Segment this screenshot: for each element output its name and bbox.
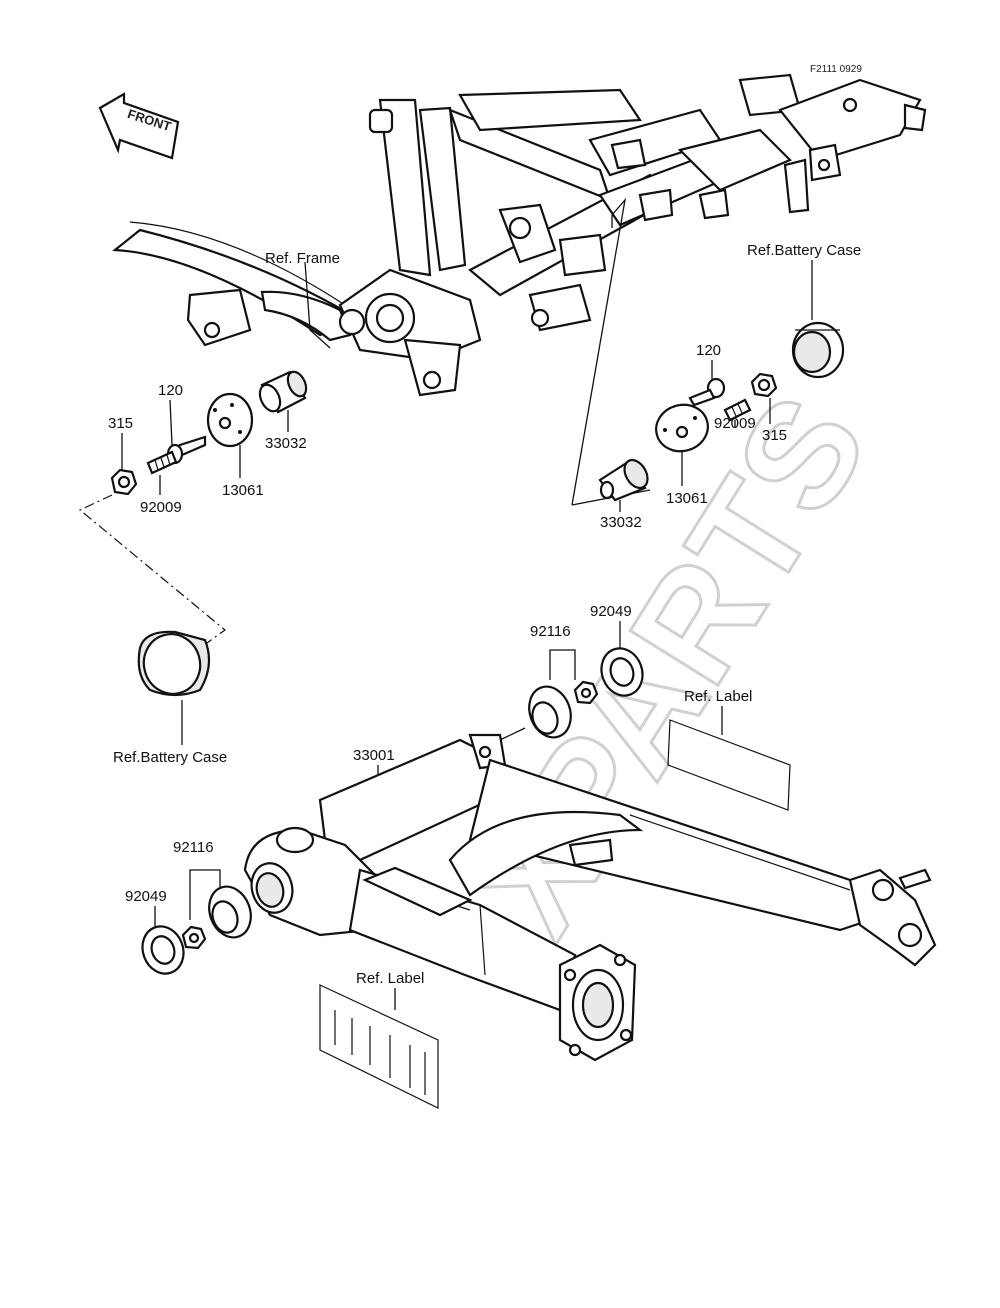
- label-92116-upper: 92116: [530, 623, 571, 640]
- upper-seal-92049: [600, 647, 644, 697]
- label-92116-lower: 92116: [173, 839, 214, 856]
- label-92009-left: 92009: [140, 499, 182, 516]
- left-nut-315: [110, 468, 138, 496]
- label-120-right: 120: [696, 342, 721, 359]
- label-33032-left: 33032: [265, 435, 307, 452]
- label-ref-label-right: Ref. Label: [684, 688, 752, 705]
- diagram-code: F2111 0929: [810, 64, 862, 75]
- label-33001: 33001: [353, 747, 395, 764]
- label-92049-lower: 92049: [125, 888, 167, 905]
- right-collar-33032: [598, 458, 649, 502]
- swingarm-33001: [243, 733, 937, 1062]
- right-bolt-120: [688, 377, 726, 407]
- label-ref-battery-case-left: Ref.Battery Case: [113, 749, 227, 766]
- left-battery-case-cap: [137, 630, 211, 697]
- label-ref-battery-case-right: Ref.Battery Case: [747, 242, 861, 259]
- right-stud-92009: [723, 398, 752, 422]
- front-arrow-icon: FRONT: [98, 92, 180, 160]
- right-nut-315: [750, 372, 778, 398]
- right-plate-13061: [655, 403, 709, 453]
- label-33032-right: 33032: [600, 514, 642, 531]
- left-stud-92009: [146, 450, 178, 475]
- label-ref-label-bottom: Ref. Label: [356, 970, 424, 987]
- ref-label-plate-right: [667, 719, 791, 811]
- lower-bearing: [208, 885, 252, 939]
- frame-drawing: [112, 73, 927, 397]
- label-315-left: 315: [108, 415, 133, 432]
- right-battery-case-cap: [791, 321, 845, 379]
- upper-bearing: [528, 685, 572, 739]
- label-120-left: 120: [158, 382, 183, 399]
- lower-spacer-92116: [181, 925, 207, 950]
- label-ref-frame: Ref. Frame: [265, 250, 340, 267]
- label-315-right: 315: [762, 427, 787, 444]
- left-plate-13061: [206, 392, 254, 448]
- label-92049-upper: 92049: [590, 603, 632, 620]
- label-13061-left: 13061: [222, 482, 264, 499]
- upper-spacer-92116: [573, 680, 599, 705]
- lower-seal-92049: [141, 925, 185, 975]
- label-13061-right: 13061: [666, 490, 708, 507]
- left-collar-33032: [258, 370, 308, 414]
- ref-label-plate-bottom: [319, 984, 439, 1109]
